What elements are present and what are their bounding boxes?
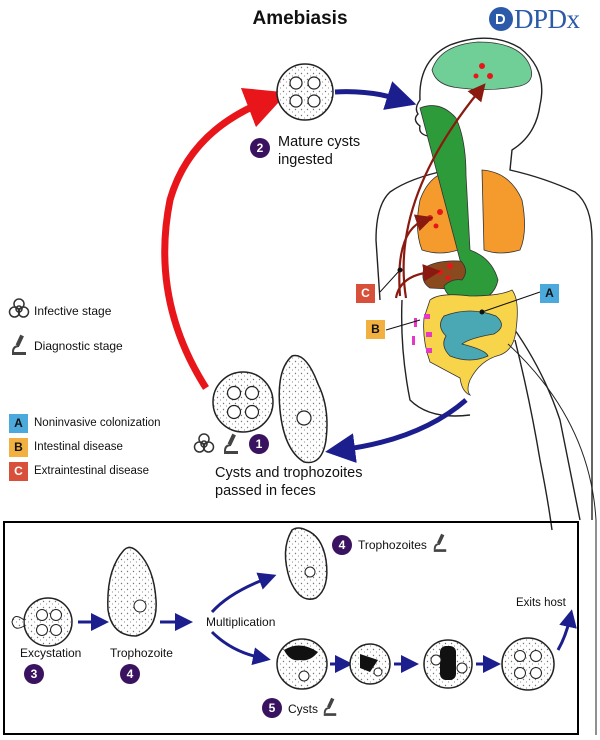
- step-1-label-line2: passed in feces: [215, 483, 316, 499]
- blue-arrow-shedding: [325, 398, 468, 464]
- cyst-mature: [501, 637, 555, 691]
- step-4-trophozoites-badge: 4: [332, 535, 352, 555]
- step-4-badge: 4: [120, 664, 140, 684]
- lung-right: [481, 169, 525, 254]
- microscope-icon: [12, 334, 26, 355]
- legend-A-label: Noninvasive colonization: [34, 417, 161, 429]
- page-title: Amebiasis: [252, 8, 348, 29]
- cyst-in-feces: [212, 371, 274, 433]
- marker-B: B: [366, 320, 385, 339]
- exits-host-label: Exits host: [516, 597, 566, 609]
- marker-C: C: [356, 284, 375, 303]
- intestinal-lesions: [412, 314, 432, 353]
- red-arrow-to-step2: [161, 87, 288, 390]
- step-1-label-line1: Cysts and trophozoites: [215, 465, 363, 481]
- microscope-icon: [224, 433, 238, 454]
- arrow-multiply-down: [210, 630, 271, 666]
- legend-C-label: Extraintestinal disease: [34, 465, 150, 477]
- dpdx-logo-mark: [489, 7, 513, 31]
- trophozoites-multiplied: [284, 527, 328, 600]
- small-intestine: [440, 310, 502, 361]
- cyst-uninucleate: [349, 643, 391, 685]
- mature-cyst-ingested: [276, 63, 334, 121]
- microscope-icon: [323, 697, 337, 716]
- dpdx-logo: DPDx: [488, 4, 580, 34]
- trophozoite-in-feces: [278, 354, 328, 464]
- biohazard-icon: [193, 433, 215, 453]
- biohazard-icon: [8, 298, 30, 318]
- step-4-trophozoites-label: Trophozoites: [358, 538, 427, 552]
- multiplication-label: Multiplication: [206, 615, 276, 629]
- marker-A: A: [540, 284, 559, 303]
- legend-B-label: Intestinal disease: [34, 441, 123, 453]
- legend-infective-stage: Infective stage: [34, 304, 112, 318]
- step-2-badge: 2: [250, 138, 270, 158]
- arrow-multiply-up: [210, 572, 277, 614]
- step-5-label: Cysts: [288, 702, 318, 716]
- dpdx-logo-text: DPDx: [514, 3, 580, 34]
- blue-arrow-ingestion: [334, 81, 417, 110]
- step-4-trophozoite-label: Trophozoite: [110, 646, 173, 660]
- step-2-label-line2: ingested: [278, 152, 333, 168]
- legend-B-box: B: [9, 438, 28, 457]
- connector-line: [507, 343, 597, 735]
- cyst-binucleate: [423, 639, 473, 689]
- legend-diagnostic-stage: Diagnostic stage: [34, 339, 123, 353]
- step-2-label-line1: Mature cysts: [278, 134, 361, 150]
- precyst: [276, 638, 328, 690]
- legend-C-box: C: [9, 462, 28, 481]
- excysting-cyst: [11, 597, 73, 647]
- step-5-badge: 5: [262, 698, 282, 718]
- colon: [423, 289, 518, 396]
- intestinal-cycle-box: [3, 521, 579, 735]
- step-3-badge: 3: [24, 664, 44, 684]
- arrow-exits-host: [556, 609, 577, 651]
- step-1-badge: 1: [249, 434, 269, 454]
- microscope-icon: [433, 533, 447, 552]
- dissemination-arrows: [394, 83, 486, 299]
- legend-A-box: A: [9, 414, 28, 433]
- bottom-trophozoite: [107, 546, 157, 637]
- marker-lines: [379, 267, 541, 331]
- step-3-label: Excystation: [20, 646, 82, 660]
